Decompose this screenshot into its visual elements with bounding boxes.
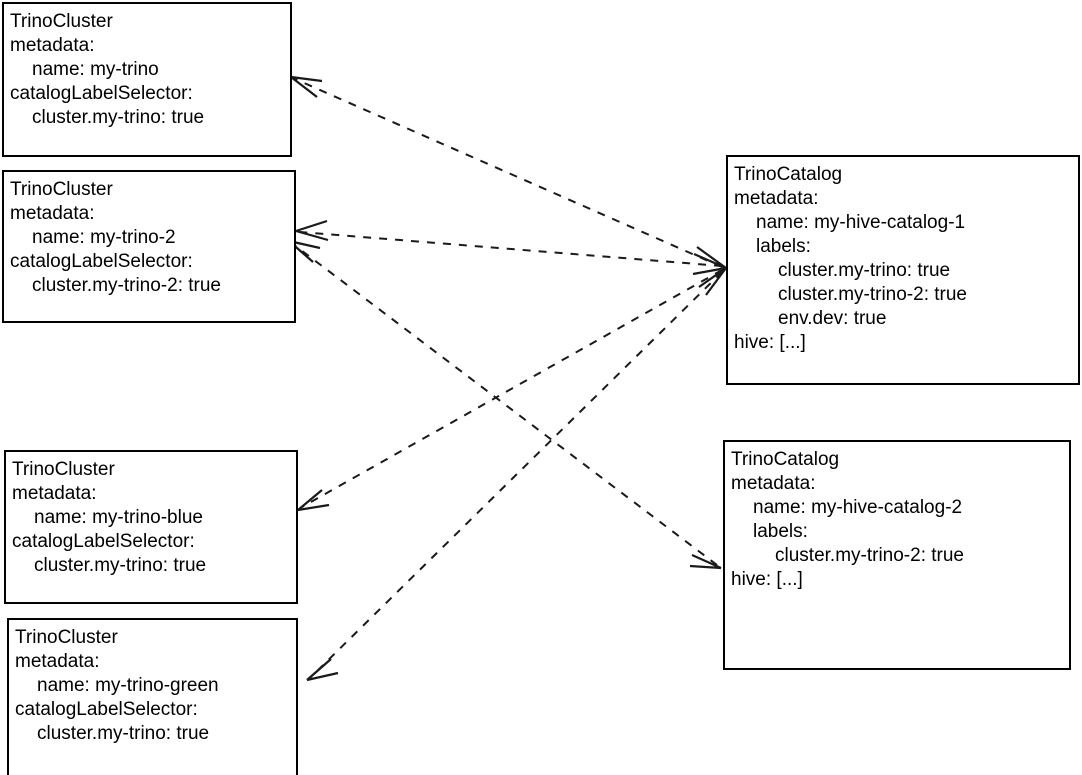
node-line: metadata: bbox=[10, 203, 95, 224]
node-line: TrinoCluster bbox=[10, 179, 113, 200]
node-trinocluster-my-trino-blue[interactable]: TrinoCluster metadata: name: my-trino-bl… bbox=[4, 450, 298, 604]
node-line: name: my-trino bbox=[32, 59, 159, 80]
node-line: cluster.my-trino-2: true bbox=[32, 275, 221, 296]
arrowhead-into-catalog-2 bbox=[689, 553, 722, 570]
edge-catalog1-to-my-trino-green bbox=[306, 271, 723, 682]
node-line: hive: [...] bbox=[734, 332, 806, 353]
node-line: catalogLabelSelector: bbox=[10, 251, 193, 272]
node-trinocluster-my-trino-green[interactable]: TrinoCluster metadata: name: my-trino-gr… bbox=[7, 618, 298, 775]
node-line: name: my-hive-catalog-1 bbox=[756, 212, 966, 233]
node-line: TrinoCluster bbox=[15, 627, 118, 648]
node-line: TrinoCluster bbox=[10, 11, 113, 32]
node-line: name: my-hive-catalog-2 bbox=[753, 497, 963, 518]
edge-catalog1-to-my-trino bbox=[290, 75, 723, 268]
node-line: metadata: bbox=[734, 188, 819, 209]
node-line: metadata: bbox=[731, 473, 816, 494]
node-trinocluster-my-trino-2[interactable]: TrinoCluster metadata: name: my-trino-2 … bbox=[2, 170, 296, 323]
node-line: env.dev: true bbox=[778, 308, 887, 329]
node-line: labels: bbox=[753, 521, 808, 542]
node-trinocatalog-my-hive-catalog-1[interactable]: TrinoCatalog metadata: name: my-hive-cat… bbox=[726, 155, 1080, 385]
node-line: TrinoCluster bbox=[12, 459, 115, 480]
node-line: cluster.my-trino: true bbox=[37, 723, 210, 744]
edge-catalog1-to-my-trino-2 bbox=[295, 219, 723, 267]
node-line: cluster.my-trino: true bbox=[778, 260, 951, 281]
node-line: labels: bbox=[756, 236, 811, 257]
node-line: name: my-trino-2 bbox=[32, 227, 176, 248]
node-line: TrinoCatalog bbox=[731, 449, 840, 470]
node-line: catalogLabelSelector: bbox=[15, 699, 198, 720]
node-line: name: my-trino-green bbox=[37, 675, 219, 696]
arrowhead-into-catalog-1 bbox=[692, 246, 727, 296]
node-line: cluster.my-trino-2: true bbox=[778, 284, 967, 305]
node-line: metadata: bbox=[12, 483, 97, 504]
node-line: TrinoCatalog bbox=[734, 164, 843, 185]
node-trinocatalog-my-hive-catalog-2[interactable]: TrinoCatalog metadata: name: my-hive-cat… bbox=[723, 440, 1071, 670]
node-line: cluster.my-trino: true bbox=[34, 555, 207, 576]
node-line: cluster.my-trino-2: true bbox=[775, 545, 964, 566]
node-line: metadata: bbox=[10, 35, 95, 56]
node-line: catalogLabelSelector: bbox=[12, 531, 195, 552]
edge-catalog2-to-my-trino-2 bbox=[288, 239, 718, 566]
node-trinocluster-my-trino[interactable]: TrinoCluster metadata: name: my-trino ca… bbox=[2, 2, 292, 157]
node-line: hive: [...] bbox=[731, 569, 803, 590]
edge-catalog1-to-my-trino-blue bbox=[297, 269, 723, 512]
node-line: cluster.my-trino: true bbox=[32, 107, 205, 128]
node-line: metadata: bbox=[15, 651, 100, 672]
node-line: catalogLabelSelector: bbox=[10, 83, 193, 104]
node-line: name: my-trino-blue bbox=[34, 507, 203, 528]
